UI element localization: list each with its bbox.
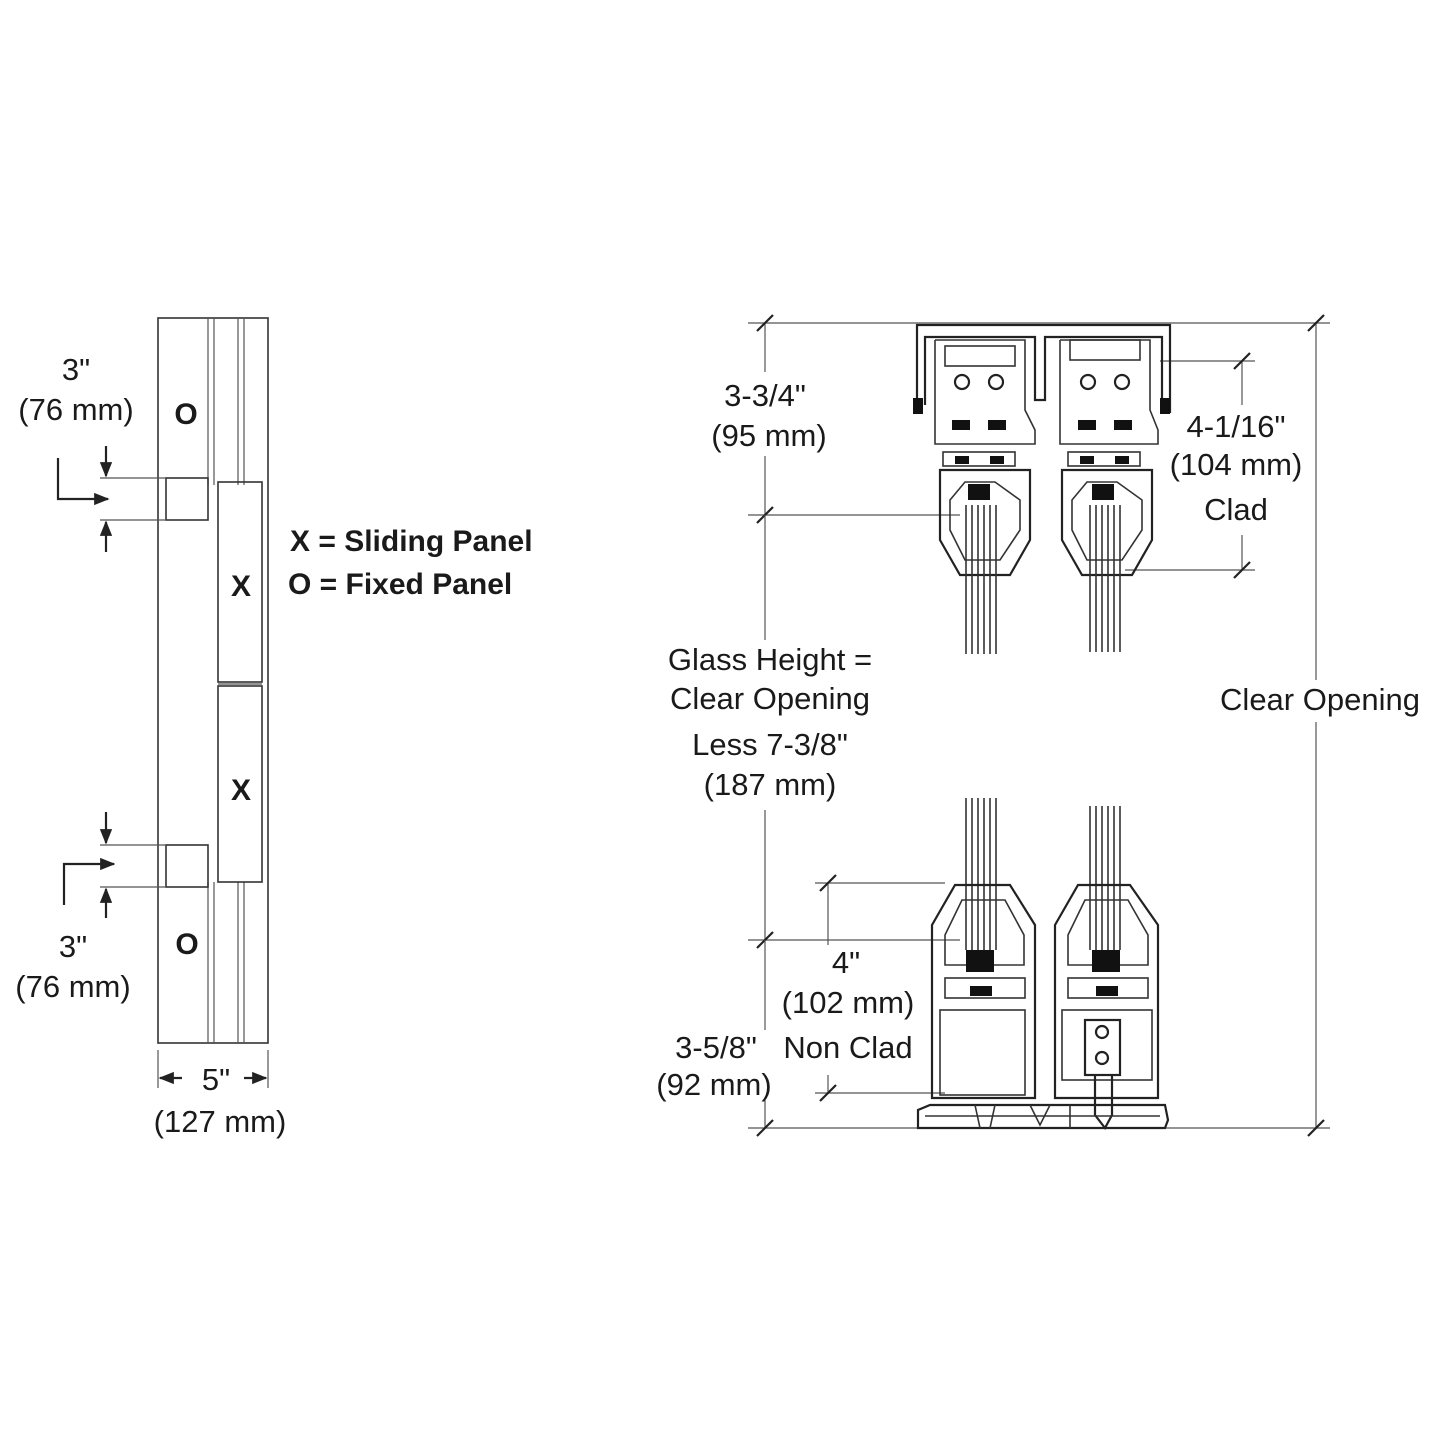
- header-mm: (95 mm): [711, 418, 826, 453]
- panel-elevation: O X X O 3" (76 mm) 3" (76 mm) 5" (127 mm…: [15, 317, 287, 1139]
- top-offset-mm: (76 mm): [18, 392, 133, 427]
- bottom-offset-inches: 3": [59, 929, 87, 964]
- width-mm: (127 mm): [154, 1104, 287, 1139]
- glass-height-line-1: Glass Height =: [668, 642, 872, 677]
- sill-inches: 3-5/8": [675, 1030, 757, 1065]
- glass-height-line-4: (187 mm): [704, 767, 837, 802]
- clear-opening-label: Clear Opening: [1220, 682, 1420, 717]
- nonclad-inches: 4": [832, 945, 860, 980]
- sliding-panel-upper: [217, 481, 263, 683]
- panel-mark-fixed-bottom: O: [175, 928, 198, 961]
- panel-mark-sliding-2: X: [231, 774, 251, 807]
- width-inches: 5": [202, 1062, 230, 1097]
- bottom-offset-mm: (76 mm): [15, 969, 130, 1004]
- clad-mm: (104 mm): [1170, 447, 1303, 482]
- head-track: [913, 323, 1172, 654]
- glass-height-line-3: Less 7-3/8": [692, 727, 848, 762]
- sill-mm: (92 mm): [656, 1067, 771, 1102]
- panel-legend: X = Sliding Panel O = Fixed Panel: [288, 525, 533, 601]
- panel-mark-sliding-1: X: [231, 570, 251, 603]
- clad-label: Clad: [1204, 492, 1268, 527]
- track-section: Clear Opening 3-3/4" (95 mm) Glass Heigh…: [656, 314, 1420, 1137]
- panel-mark-fixed-top: O: [174, 398, 197, 431]
- legend-sliding: X = Sliding Panel: [290, 525, 533, 558]
- nonclad-label: Non Clad: [783, 1030, 912, 1065]
- top-offset-inches: 3": [62, 352, 90, 387]
- legend-fixed: O = Fixed Panel: [288, 568, 512, 601]
- clad-inches: 4-1/16": [1187, 409, 1286, 444]
- header-inches: 3-3/4": [724, 378, 806, 413]
- glass-height-line-2: Clear Opening: [670, 681, 870, 716]
- sill-track: [916, 798, 1170, 1131]
- nonclad-mm: (102 mm): [782, 985, 915, 1020]
